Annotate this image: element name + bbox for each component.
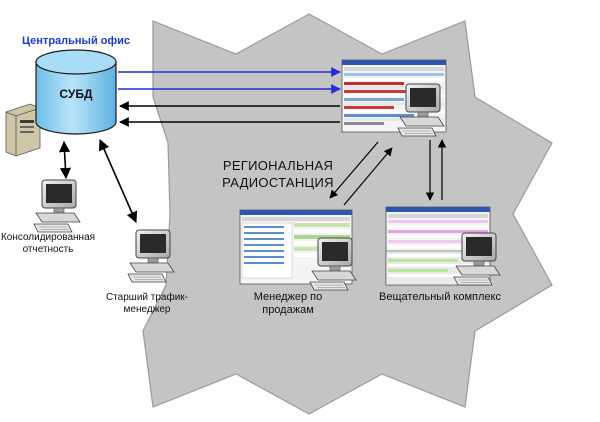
region-label-line1: РЕГИОНАЛЬНАЯ [223,158,333,173]
region-label-line2: РАДИОСТАНЦИЯ [222,175,334,190]
arrow-sales-to-station [343,147,393,206]
arrow-db-senior [98,138,138,224]
database-icon [35,49,117,135]
sales-label-line2: продажам [262,304,314,316]
broadcast-label: Вещательный комплекс [379,291,501,303]
senior-traffic-label-line2: менеджер [124,304,171,315]
arrow-station-to-sales [329,141,379,199]
senior-traffic-label-line1: Старший трафик- [106,291,188,303]
server-icon [5,103,41,157]
arrow-db-consolidated [58,140,72,180]
db-label: СУБД [59,87,93,101]
consolidated-computer-icon [33,179,81,233]
consolidated-label-line1: Консолидированная [1,232,95,243]
sales-label-line1: Менеджер по [254,291,323,303]
consolidated-label-line2: отчетность [23,244,74,255]
office-title: Центральный офис [22,35,130,47]
